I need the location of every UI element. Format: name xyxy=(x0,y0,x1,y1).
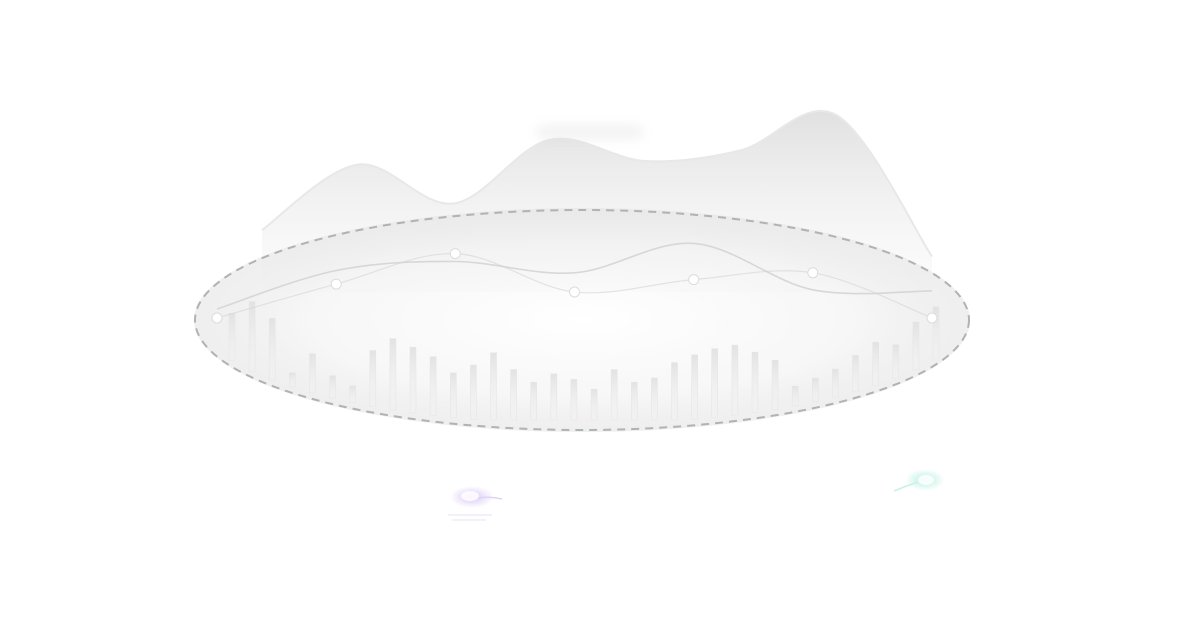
bar-mark-9 xyxy=(409,346,417,414)
bars-layer xyxy=(228,301,940,421)
bar-mark-26 xyxy=(751,351,759,413)
bar-mark-30 xyxy=(832,368,839,398)
area-layer xyxy=(261,109,933,293)
markers-layer xyxy=(211,248,938,324)
purple-accent-icon xyxy=(448,486,503,521)
bar-mark-28 xyxy=(791,385,799,407)
line-point-4 xyxy=(688,274,700,286)
bar-mark-24 xyxy=(711,348,719,418)
bar-mark-14 xyxy=(510,369,517,421)
chart-title-placeholder xyxy=(536,124,644,140)
bar-mark-35 xyxy=(932,306,940,359)
bar-mark-15 xyxy=(530,381,538,421)
line-point-0 xyxy=(211,312,223,324)
bar-mark-0 xyxy=(228,312,236,362)
plot-frame-ellipse xyxy=(194,209,970,431)
bar-mark-21 xyxy=(651,377,658,421)
bar-mark-29 xyxy=(811,377,819,403)
bar-mark-8 xyxy=(389,338,397,411)
bar-mark-1 xyxy=(248,301,256,372)
bar-mark-23 xyxy=(691,354,698,420)
bar-mark-27 xyxy=(771,359,779,410)
bar-mark-20 xyxy=(630,381,638,421)
bar-mark-7 xyxy=(369,350,377,407)
bar-mark-11 xyxy=(449,372,457,418)
line-point-5 xyxy=(807,267,819,279)
bar-mark-10 xyxy=(429,356,437,416)
bar-mark-4 xyxy=(309,353,316,394)
line-point-6 xyxy=(926,312,938,324)
bar-mark-6 xyxy=(349,385,357,403)
teal-accent-icon xyxy=(893,469,945,492)
bar-mark-19 xyxy=(610,369,618,421)
bar-mark-5 xyxy=(329,375,336,399)
bar-mark-32 xyxy=(872,341,880,386)
bar-mark-2 xyxy=(268,317,276,381)
line-point-1 xyxy=(330,278,342,290)
bar-mark-33 xyxy=(892,344,900,379)
bar-mark-22 xyxy=(671,362,678,421)
bar-mark-34 xyxy=(912,321,920,370)
bar-mark-31 xyxy=(852,355,859,393)
bar-mark-13 xyxy=(490,352,497,421)
bar-mark-18 xyxy=(590,388,598,421)
bar-mark-25 xyxy=(731,344,739,416)
bar-mark-3 xyxy=(288,372,296,388)
line-series-0 xyxy=(216,242,933,310)
line-point-3 xyxy=(569,286,580,298)
area-fill xyxy=(262,110,932,293)
line-point-2 xyxy=(449,248,461,260)
bar-mark-16 xyxy=(550,373,558,421)
bar-mark-12 xyxy=(470,364,477,420)
area-series-line xyxy=(261,109,933,258)
bar-mark-17 xyxy=(570,379,578,421)
